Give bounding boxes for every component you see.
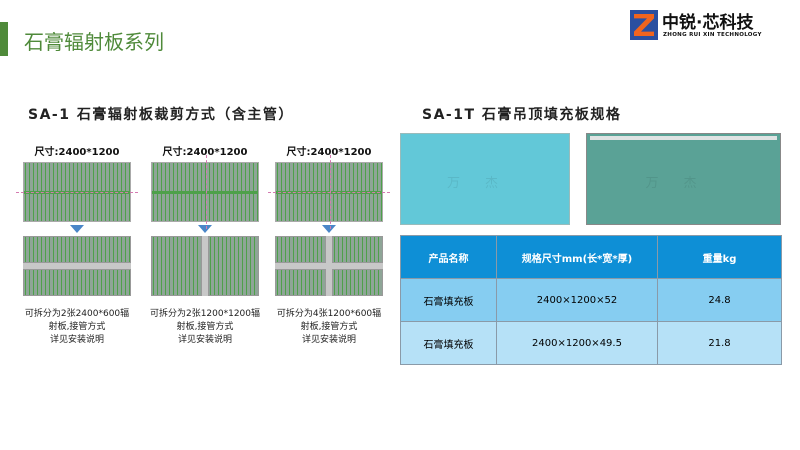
arrow-down-icon	[198, 225, 212, 233]
logo-name-cn: 中锐·芯科技	[662, 13, 754, 33]
filler-heading: SA-1T 石膏吊顶填充板规格	[422, 107, 622, 123]
arrow-down-icon	[70, 225, 84, 233]
cutting-heading: SA-1 石膏辐射板裁剪方式（含主管）	[28, 107, 294, 123]
title-accent-bar	[0, 22, 8, 56]
panel-split	[151, 236, 259, 296]
panel-full	[268, 155, 390, 229]
diagram-3: 尺寸:2400*1200 可拆分为4张1200*600辐射板,接管方式详见安装说…	[268, 143, 390, 347]
diagram-size: 尺寸:2400*1200	[286, 147, 372, 158]
diagram-1: 尺寸:2400*1200 可拆分为2张2400*600辐射板,接管方式详见安装说…	[16, 143, 138, 347]
diagram-2: 尺寸:2400*1200 可拆分为2张1200*1200辐射板,接管方式详见安装…	[146, 143, 264, 347]
diagram-size: 尺寸:2400*1200	[34, 147, 120, 158]
logo-z-icon	[630, 10, 658, 40]
panel-full	[151, 155, 259, 229]
panel-split	[23, 236, 131, 296]
filler-board-photo: 万杰	[586, 133, 781, 225]
panel-full	[16, 162, 138, 222]
company-logo: 中锐·芯科技 ZHONG RUI XIN TECHNOLOGY	[630, 10, 775, 42]
logo-name-en: ZHONG RUI XIN TECHNOLOGY	[663, 32, 762, 38]
diagram-caption: 可拆分为2张2400*600辐射板,接管方式详见安装说明	[24, 309, 130, 345]
diagram-caption: 可拆分为2张1200*1200辐射板,接管方式详见安装说明	[149, 309, 261, 345]
table-header-row: 产品名称规格尺寸mm(长*宽*厚)重量kg	[400, 235, 782, 279]
diagram-caption: 可拆分为4张1200*600辐射板,接管方式详见安装说明	[276, 309, 382, 345]
arrow-down-icon	[322, 225, 336, 233]
page-title: 石膏辐射板系列	[24, 30, 164, 54]
panel-split	[275, 236, 383, 296]
diagram-size: 尺寸:2400*1200	[162, 147, 248, 158]
filler-board-image: 万杰	[400, 133, 570, 225]
